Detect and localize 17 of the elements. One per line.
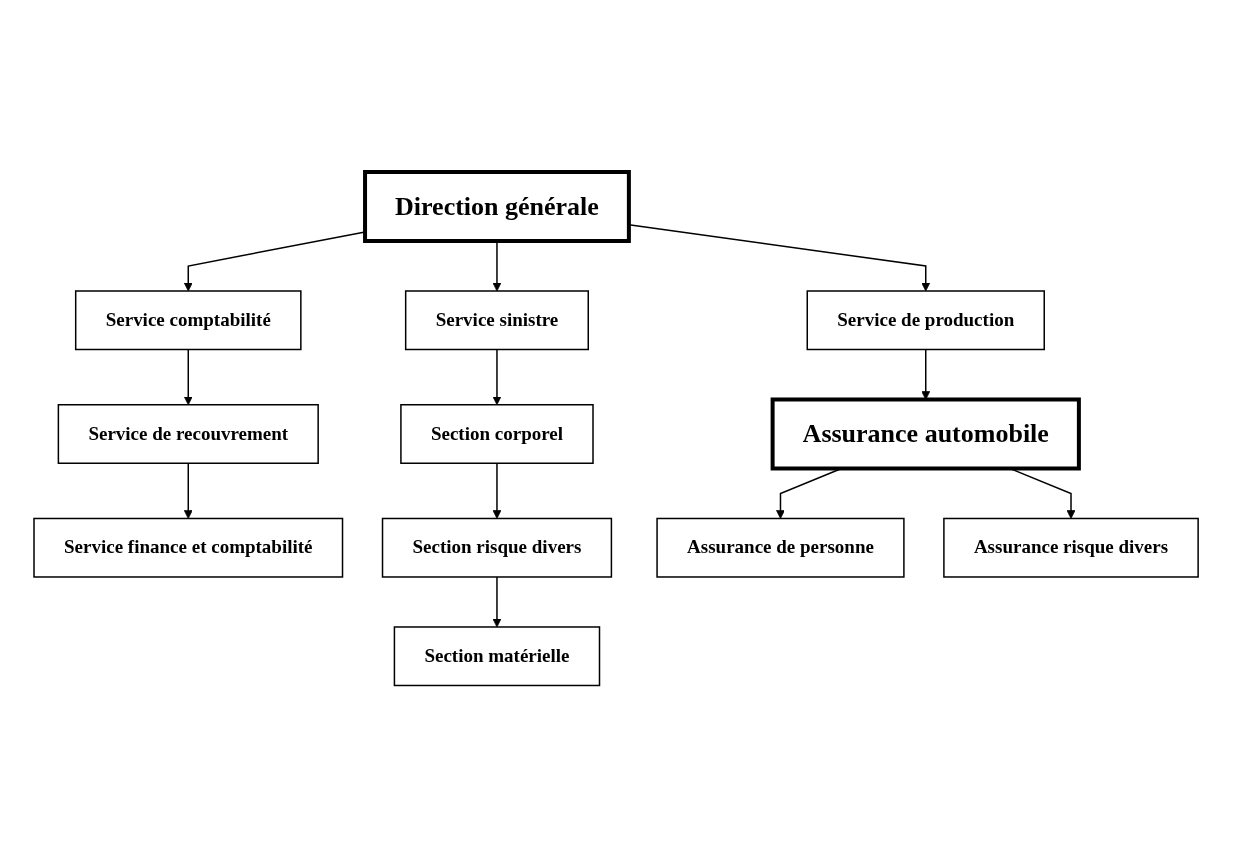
node-box: Section risque divers: [382, 518, 613, 578]
node-box: Service comptabilité: [75, 290, 302, 351]
node-box: Service de production: [806, 290, 1046, 351]
arrow: [184, 462, 194, 520]
node-box: Assurance automobile: [771, 397, 1082, 471]
node-box: Assurance de personne: [656, 518, 906, 578]
node-box: Service de recouvrement: [58, 404, 320, 465]
node-box: Section matérielle: [394, 626, 601, 687]
arrow: [493, 462, 502, 520]
arrow: [493, 576, 502, 628]
arrow: [184, 349, 194, 406]
node-box: Service finance et comptabilité: [33, 518, 344, 578]
node-box: Assurance risque divers: [943, 518, 1200, 578]
node-box: Direction générale: [363, 170, 632, 244]
arrow: [493, 349, 502, 406]
node-box: Service sinistre: [405, 290, 590, 351]
node-box: Section corporel: [400, 404, 595, 465]
